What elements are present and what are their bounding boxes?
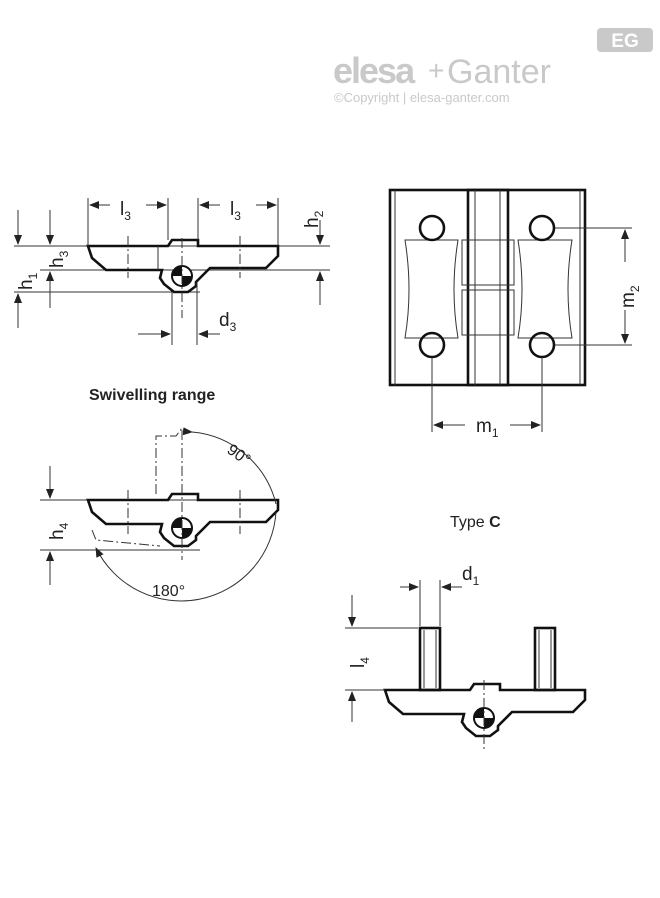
dim-m1: m1 xyxy=(476,416,499,440)
dim-m2: m2 xyxy=(618,285,642,308)
dim-h2: h2 xyxy=(302,210,326,228)
dim-d3: d3 xyxy=(219,310,237,334)
logo-elesa: elesa xyxy=(333,50,416,91)
dim-l3-left: l3 xyxy=(120,199,131,223)
dim-l4: l4 xyxy=(348,657,372,668)
dim-h4: h4 xyxy=(47,522,71,540)
angle-180-label: 180° xyxy=(152,583,185,600)
dim-l3-right: l3 xyxy=(230,199,241,223)
type-c-title: Type C xyxy=(450,514,501,531)
logo-copyright: ©Copyright | elesa-ganter.com xyxy=(334,90,510,105)
swivel-view xyxy=(40,426,280,602)
swivelling-range-title: Swivelling range xyxy=(89,387,215,404)
logo-ganter: Ganter xyxy=(447,53,551,91)
angle-90-label: 90° xyxy=(224,441,254,469)
logo-plus: + xyxy=(428,55,444,86)
dim-h3: h3 xyxy=(47,250,71,268)
dim-h1: h1 xyxy=(16,272,40,290)
logo-badge xyxy=(597,28,653,52)
side-view xyxy=(14,198,330,345)
elesa-ganter-logo: EG elesa + Ganter ©Copyright | elesa-gan… xyxy=(333,28,653,105)
type-c-view xyxy=(345,580,587,750)
front-view xyxy=(388,188,632,432)
dim-d1: d1 xyxy=(462,564,480,588)
logo-badge-text: EG xyxy=(611,31,638,52)
